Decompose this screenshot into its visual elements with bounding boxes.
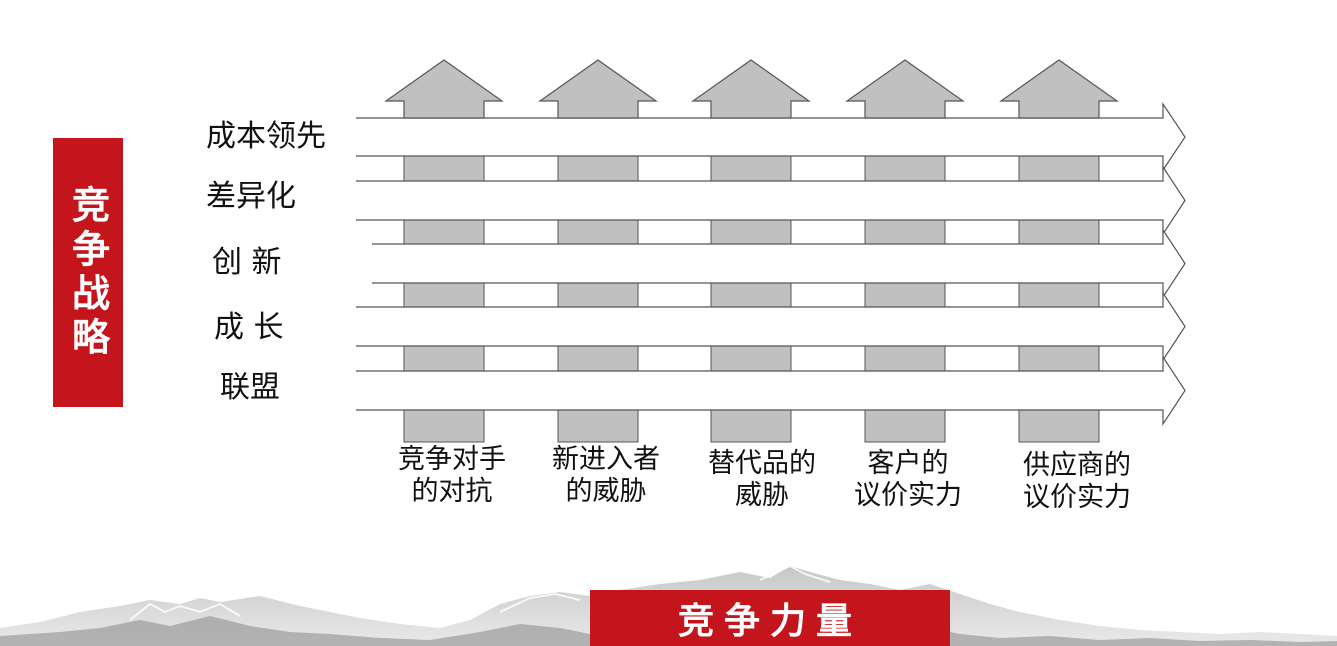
force-column-segment (557, 409, 639, 443)
strategy-label-alliance: 联盟 (220, 370, 280, 405)
force-label-line: 议价实力 (1023, 482, 1131, 513)
force-label-line: 的威胁 (565, 476, 647, 507)
right-arrow-icon (372, 227, 1186, 300)
up-arrow-icon (691, 59, 811, 119)
up-arrow-icon (999, 59, 1119, 119)
force-column-segment (864, 282, 946, 308)
right-arrow-icon (356, 354, 1186, 427)
forces-title: 竞争力量 (677, 601, 862, 642)
force-column-segment (1018, 219, 1100, 245)
up-arrow-icon (845, 59, 965, 119)
right-arrow-icon (356, 102, 1186, 172)
force-column-segment (403, 409, 485, 443)
force-column-segment (557, 345, 639, 372)
force-column-segment (403, 345, 485, 372)
force-column-segment (864, 345, 946, 372)
force-column-segment (1018, 345, 1100, 372)
force-column-segment (1018, 155, 1100, 182)
right-arrow-icon (356, 290, 1186, 363)
strategy-arrows (356, 102, 1186, 427)
force-column-segment (864, 155, 946, 182)
force-column-segment (403, 155, 485, 182)
force-column-segment (864, 219, 946, 245)
strategy-title-box: 竞争战略 (53, 138, 123, 407)
force-label-line: 的对抗 (411, 476, 493, 507)
force-label-line: 供应商的 (1023, 450, 1131, 481)
forces-title-box: 竞争力量 (590, 590, 950, 646)
force-label-line: 客户的 (867, 448, 949, 479)
force-label-customers: 客户的 议价实力 (854, 448, 962, 512)
force-column-segment (864, 409, 946, 443)
strategy-label-innovation: 创 新 (212, 245, 282, 280)
force-label-rivalry: 竞争对手 的对抗 (398, 444, 506, 508)
force-column-segment (557, 282, 639, 308)
force-column-segment (710, 155, 792, 182)
up-arrow-icon (384, 59, 504, 119)
strategy-label-differentiation: 差异化 (206, 179, 296, 214)
force-column-segment (403, 282, 485, 308)
up-arrow-icon (538, 59, 658, 119)
force-column-segment (710, 282, 792, 308)
force-column-segment (1018, 282, 1100, 308)
force-column-segment (403, 219, 485, 245)
force-arrow-heads (384, 59, 1119, 119)
force-label-line: 议价实力 (854, 480, 962, 511)
force-columns (403, 155, 1100, 443)
force-column-segment (557, 155, 639, 182)
force-label-line: 威胁 (735, 480, 789, 511)
force-label-line: 替代品的 (708, 448, 816, 479)
force-label-substitutes: 替代品的 威胁 (708, 448, 816, 512)
strategy-label-growth: 成 长 (214, 310, 284, 345)
force-column-segment (710, 409, 792, 443)
force-label-line: 竞争对手 (398, 444, 506, 475)
strategy-title: 竞争战略 (65, 184, 110, 361)
force-label-new-entrants: 新进入者 的威胁 (552, 444, 660, 508)
force-label-line: 新进入者 (552, 444, 660, 475)
force-label-suppliers: 供应商的 议价实力 (1023, 450, 1131, 514)
force-column-segment (1018, 409, 1100, 443)
force-column-segment (710, 345, 792, 372)
right-arrow-icon (356, 164, 1186, 237)
force-column-segment (710, 219, 792, 245)
force-column-segment (557, 219, 639, 245)
strategy-label-cost-leadership: 成本领先 (206, 119, 326, 154)
